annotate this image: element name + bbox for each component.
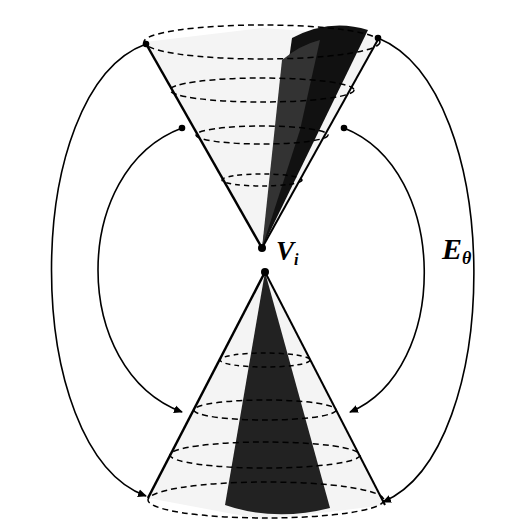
lower-cone xyxy=(148,268,385,520)
symbol: E xyxy=(442,232,462,265)
vertex-label: Vi xyxy=(276,236,299,270)
symbol: V xyxy=(276,236,294,266)
subscript: θ xyxy=(462,248,471,268)
field-label: Eθ xyxy=(442,232,471,269)
subscript: i xyxy=(294,251,299,269)
field-lines xyxy=(52,36,474,503)
upper-cone xyxy=(144,25,380,252)
